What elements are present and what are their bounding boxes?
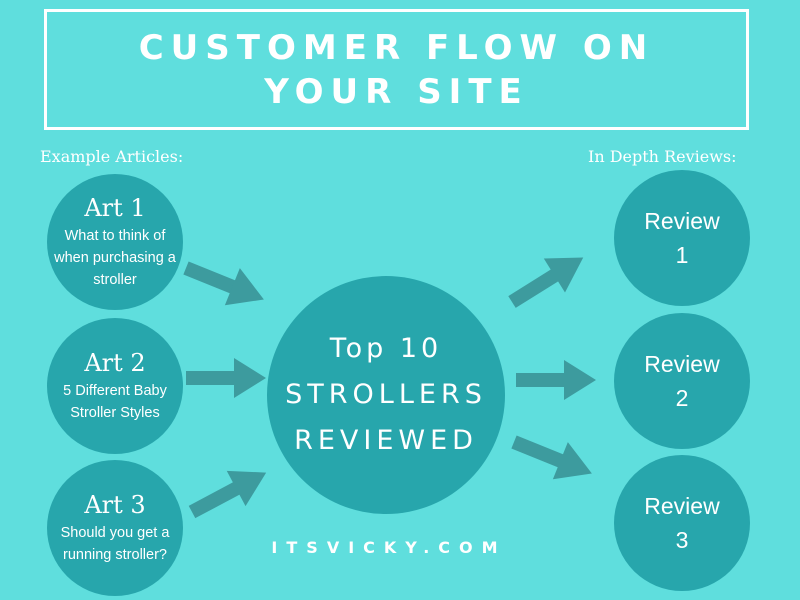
review-number: 1 [675, 242, 689, 268]
review-node-1: Review 1 [614, 170, 750, 306]
arrow-center-to-review1 [508, 257, 584, 308]
article-node-2: Art 2 5 Different Baby Stroller Styles [47, 318, 183, 454]
center-node: Top 10 STROLLERS REVIEWED [267, 276, 505, 514]
article-title: Art 2 [84, 348, 146, 377]
center-line-3: REVIEWED [294, 425, 478, 456]
review-label: Review [644, 493, 720, 519]
right-column-label: In Depth Reviews: [588, 147, 737, 166]
arrow-art2-to-center [186, 358, 266, 398]
center-line-1: Top 10 [329, 333, 443, 364]
review-number: 3 [675, 527, 689, 553]
article-title: Art 3 [84, 490, 146, 519]
article-description: 5 Different Baby Stroller Styles [63, 382, 167, 421]
left-column-label: Example Articles: [40, 147, 184, 166]
article-description: What to think of when purchasing a strol… [54, 227, 176, 288]
center-line-2: STROLLERS [285, 379, 487, 410]
article-node-1: Art 1 What to think of when purchasing a… [47, 174, 183, 310]
title-line-2: YOUR SITE [264, 71, 529, 112]
arrow-art3-to-center [188, 470, 267, 519]
article-description: Should you get a running stroller? [60, 524, 170, 563]
arrow-center-to-review3 [511, 435, 592, 480]
arrow-center-to-review2 [516, 360, 596, 400]
review-label: Review [644, 351, 720, 377]
review-label: Review [644, 208, 720, 234]
footer-site-name: ITSVICKY.COM [271, 538, 507, 557]
article-title: Art 1 [84, 193, 146, 222]
review-node-2: Review 2 [614, 313, 750, 449]
arrow-art1-to-center [183, 261, 264, 306]
title-box: CUSTOMER FLOW ON YOUR SITE [44, 9, 749, 130]
article-node-3: Art 3 Should you get a running stroller? [47, 460, 183, 596]
title-line-1: CUSTOMER FLOW ON [138, 27, 655, 68]
review-node-3: Review 3 [614, 455, 750, 591]
review-number: 2 [675, 385, 689, 411]
